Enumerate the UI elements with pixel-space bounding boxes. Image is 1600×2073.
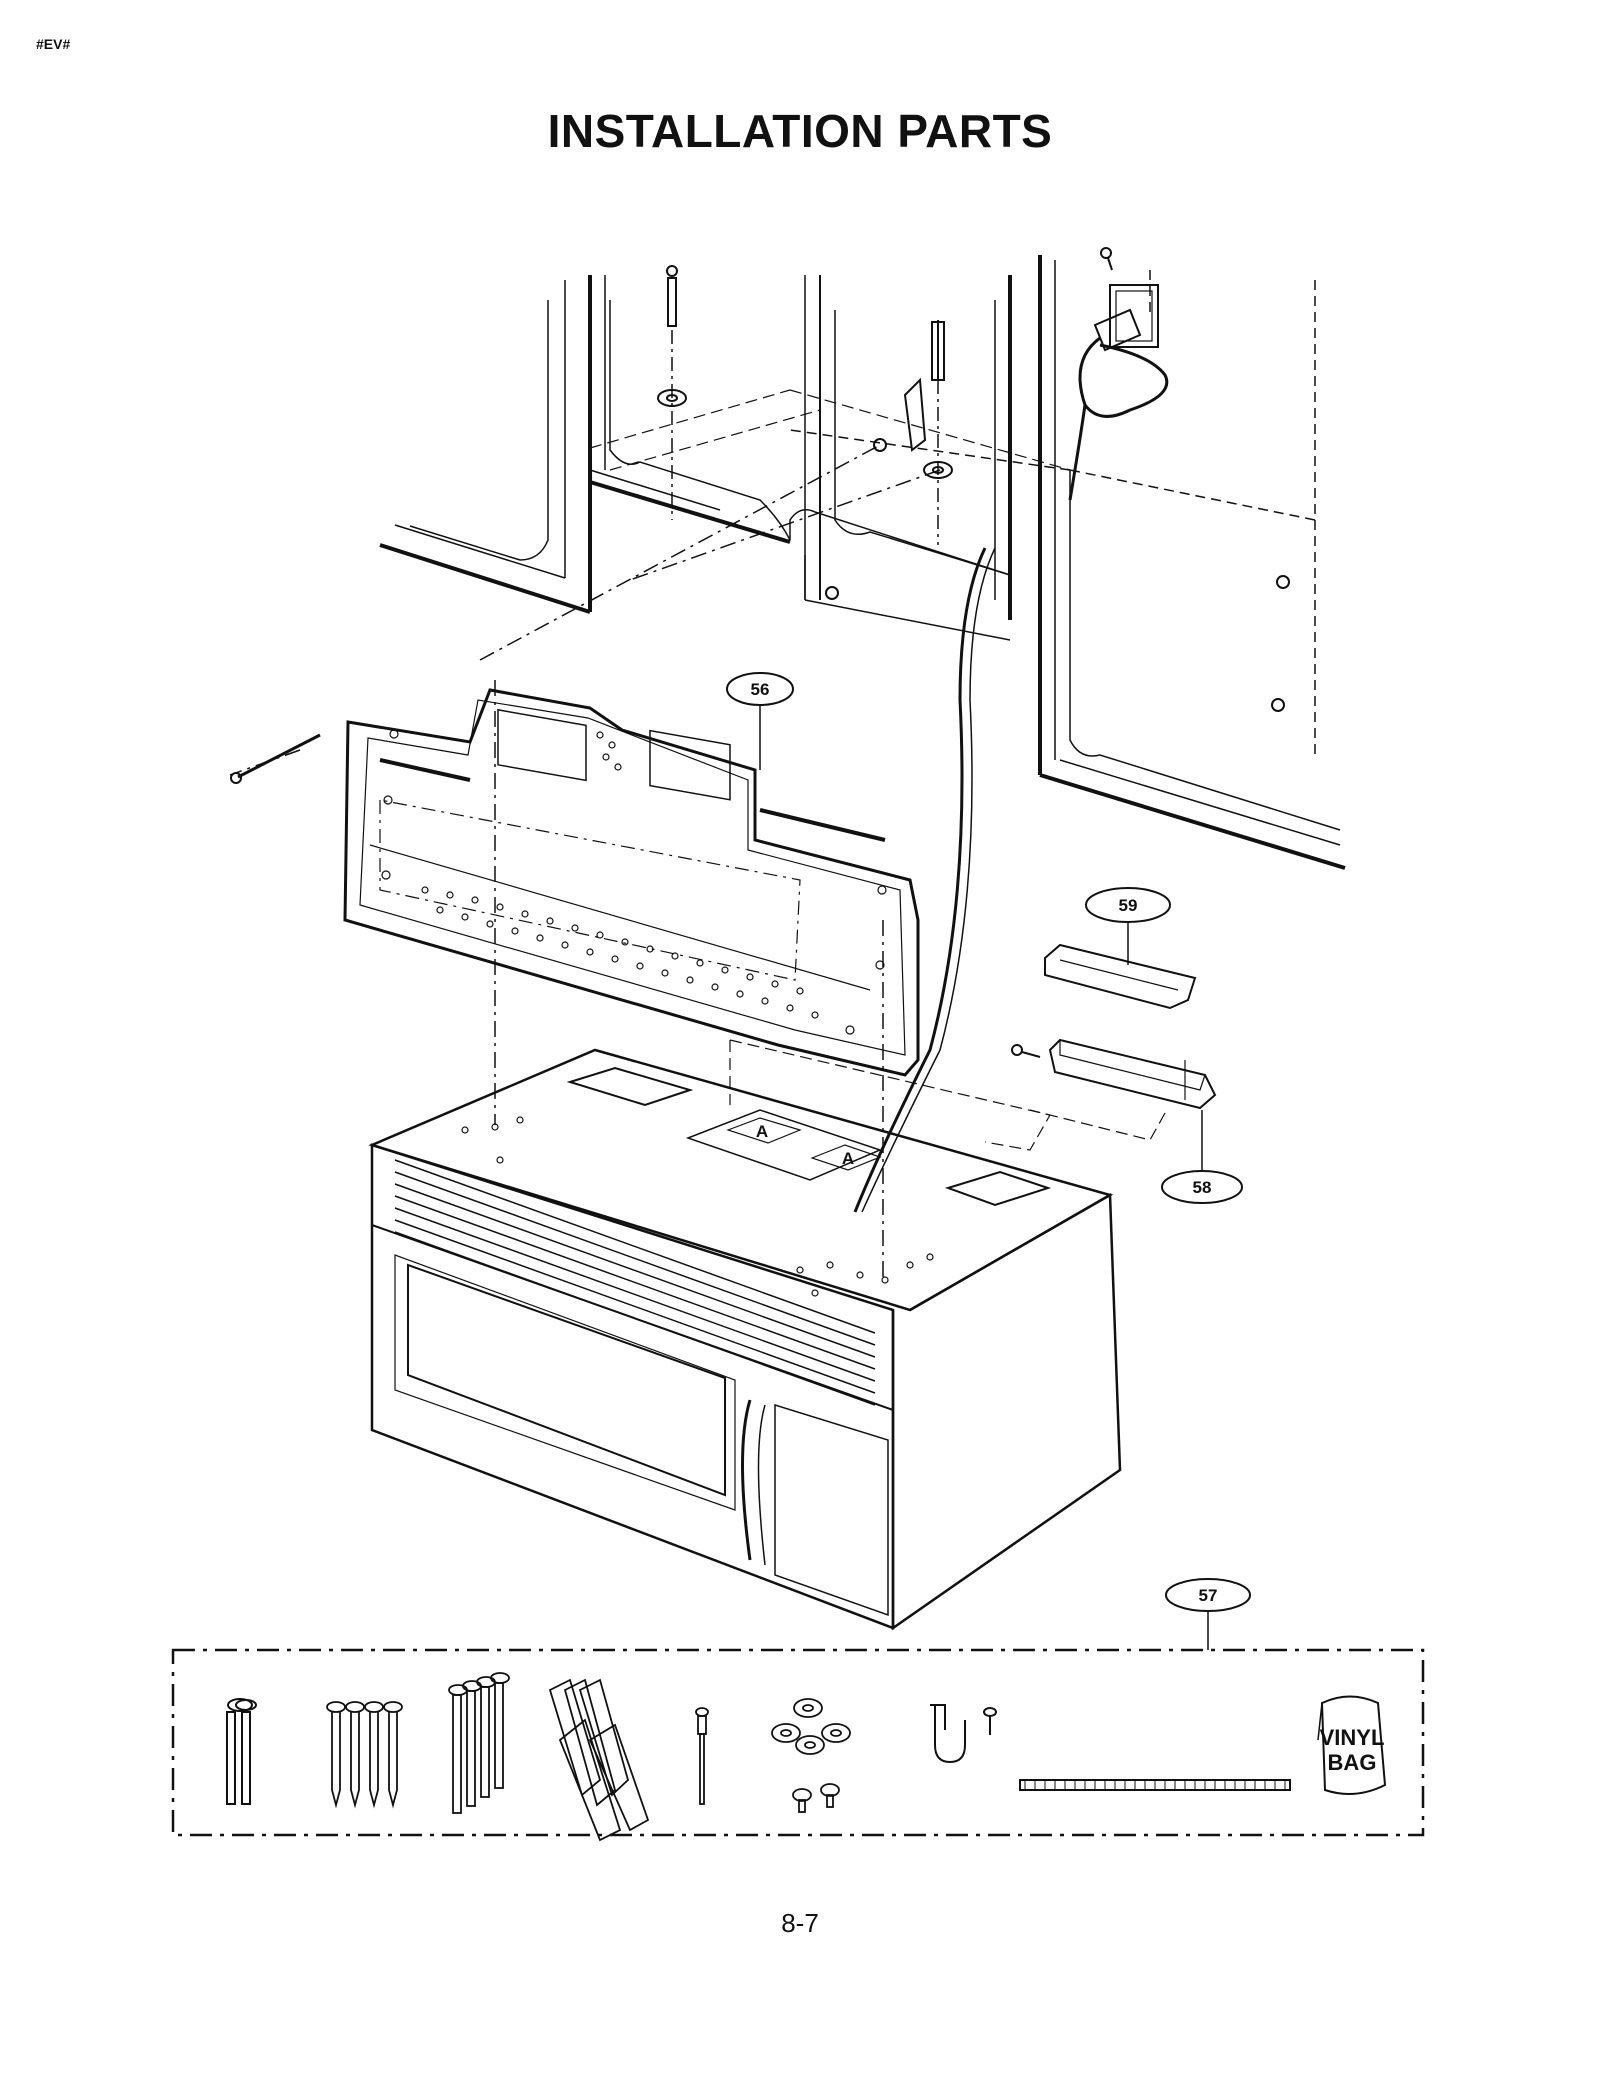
wall-cabinet-left <box>379 275 606 614</box>
cabinet-hidden-lines <box>589 389 1071 471</box>
alignment-lines <box>229 444 941 1280</box>
power-outlet <box>1100 247 1159 348</box>
wall-hole <box>825 586 839 600</box>
duct-part-58 <box>1048 1038 1217 1110</box>
callout-57: 57 <box>1165 1578 1251 1650</box>
top-cabinet-bolt <box>657 265 687 520</box>
callout-57-label: 57 <box>1199 1586 1218 1605</box>
toggle-bolts-long <box>448 1672 510 1814</box>
callout-56: 56 <box>726 672 794 770</box>
duct-dashed-outline <box>729 1039 1166 1151</box>
cabinet-hole <box>873 438 887 452</box>
callout-56-label: 56 <box>751 680 770 699</box>
washers <box>771 1698 851 1755</box>
wall-hole <box>1271 698 1285 712</box>
wood-screws <box>326 1701 403 1809</box>
callout-59-label: 59 <box>1119 896 1138 915</box>
long-bolts <box>226 1698 257 1805</box>
mounting-plate <box>343 688 920 1077</box>
callout-58: 58 <box>1161 1110 1243 1204</box>
ref-mark-a: A <box>842 1149 854 1168</box>
wall-hole <box>1276 575 1290 589</box>
ref-mark-a: A <box>756 1122 768 1141</box>
vinyl-bag-label-line1: VINYL <box>1320 1725 1385 1750</box>
toggle-wings <box>548 1678 650 1842</box>
wall-cabinet-right <box>804 255 1346 870</box>
document-tag: #EV# <box>36 36 71 52</box>
microwave-oven: A A <box>368 1048 1122 1631</box>
filter-strip <box>1019 1779 1291 1791</box>
cord-clamp <box>930 1704 997 1764</box>
wall-screw <box>230 733 321 784</box>
page-number: 8-7 <box>781 1908 819 1938</box>
vinyl-bag: VINYL BAG <box>1317 1695 1387 1795</box>
small-screws <box>792 1783 840 1813</box>
callout-58-label: 58 <box>1193 1178 1212 1197</box>
damper-part-59 <box>1044 943 1197 1010</box>
power-cord-routing <box>853 547 987 1213</box>
page-title: INSTALLATION PARTS <box>547 105 1053 157</box>
rivet <box>695 1707 709 1805</box>
vinyl-bag-label-line2: BAG <box>1328 1750 1377 1775</box>
parts-kit-boundary <box>171 1648 1425 1837</box>
power-cord <box>1068 308 1169 501</box>
duct-screw <box>1011 1044 1041 1058</box>
toggle-bolt <box>903 320 953 545</box>
power-cord-routing-edge <box>861 547 996 1213</box>
wall-cabinet-middle <box>589 275 1012 620</box>
wall-outline-dashed <box>789 270 1316 760</box>
callout-59: 59 <box>1085 887 1171 965</box>
